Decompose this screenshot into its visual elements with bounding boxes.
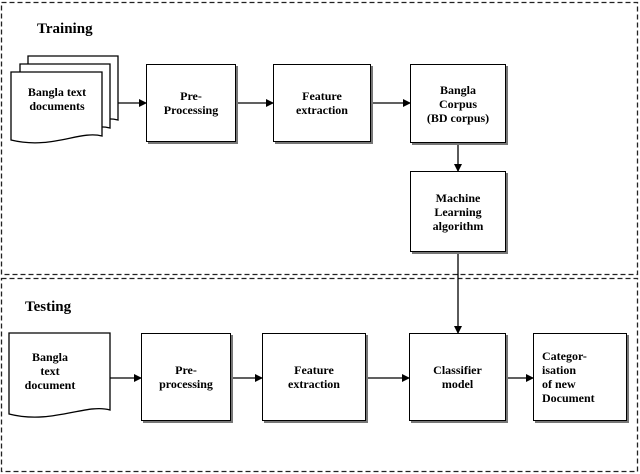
training-feature-extraction-box: Feature extraction [273, 64, 371, 142]
machine-learning-label: Machine Learning algorithm [433, 191, 484, 233]
testing-document-label: Bangla text document [24, 350, 76, 392]
categorisation-box: Categor- isation of new Document [533, 333, 627, 421]
testing-section-frame [0, 277, 639, 473]
testing-section-title: Testing [25, 299, 72, 315]
categorisation-label: Categor- isation of new Document [542, 349, 595, 405]
training-preprocessing-label: Pre- Processing [163, 89, 219, 117]
training-section-frame [0, 1, 639, 276]
training-section-title: Training [37, 21, 93, 37]
testing-document-shape [8, 332, 111, 418]
machine-learning-text: Machine Learning algorithm [432, 190, 484, 233]
training-documents-shape [10, 55, 119, 144]
training-feature-extraction-label: Feature extraction [296, 89, 348, 117]
bangla-corpus-box: Bangla Corpus (BD corpus) [410, 64, 506, 143]
testing-preprocessing-label: Pre- processing [159, 363, 213, 391]
training-preprocessing-box: Pre- Processing [146, 64, 236, 142]
testing-feature-extraction-box: Feature extraction [262, 333, 366, 421]
testing-feature-extraction-label: Feature extraction [288, 363, 340, 391]
machine-learning-box: Machine Learning algorithm [410, 171, 506, 252]
classifier-model-box: Classifier model [409, 333, 506, 421]
testing-preprocessing-box: Pre- processing [141, 333, 231, 421]
classifier-model-label: Classifier model [433, 363, 482, 391]
bangla-corpus-label: Bangla Corpus (BD corpus) [426, 82, 490, 125]
training-documents-label: Bangla text documents [27, 85, 87, 113]
